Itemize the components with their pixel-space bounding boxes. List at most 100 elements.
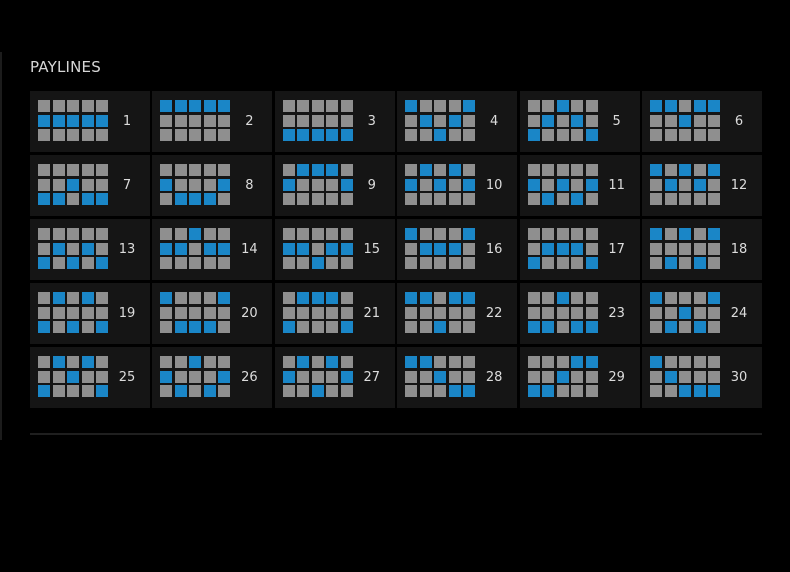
inactive-square: [311, 178, 324, 191]
inactive-square: [282, 228, 295, 240]
inactive-square: [664, 228, 677, 240]
active-square: [160, 242, 173, 255]
inactive-square: [448, 100, 461, 112]
inactive-square: [38, 242, 50, 255]
inactive-square: [203, 292, 216, 304]
inactive-square: [326, 100, 339, 112]
active-square: [434, 370, 447, 383]
payline-card: 29: [519, 347, 640, 408]
inactive-square: [527, 193, 540, 205]
inactive-square: [96, 370, 108, 383]
active-square: [174, 100, 187, 112]
inactive-square: [448, 129, 461, 141]
active-square: [405, 292, 418, 304]
payline-number: 6: [734, 114, 744, 129]
active-square: [189, 321, 202, 333]
inactive-square: [67, 356, 79, 368]
inactive-square: [419, 129, 432, 141]
inactive-square: [556, 193, 569, 205]
active-square: [174, 242, 187, 255]
inactive-square: [326, 228, 339, 240]
inactive-square: [52, 129, 65, 141]
active-square: [67, 114, 79, 127]
inactive-square: [693, 306, 706, 319]
inactive-square: [405, 164, 418, 176]
inactive-square: [463, 242, 476, 255]
active-square: [542, 242, 555, 255]
active-square: [218, 292, 231, 304]
active-square: [419, 114, 432, 127]
active-square: [38, 321, 50, 333]
inactive-square: [664, 129, 677, 141]
inactive-square: [542, 292, 555, 304]
inactive-square: [419, 228, 432, 240]
active-square: [650, 100, 662, 112]
inactive-square: [52, 385, 65, 397]
inactive-square: [52, 321, 65, 333]
payline-number: 21: [363, 306, 381, 321]
active-square: [326, 242, 339, 255]
active-square: [542, 193, 555, 205]
inactive-square: [679, 356, 691, 368]
inactive-square: [664, 193, 677, 205]
inactive-square: [585, 114, 598, 127]
inactive-square: [203, 306, 216, 319]
payline-number: 22: [485, 306, 503, 321]
payline-card: 7: [30, 155, 150, 216]
payline-card: 18: [642, 219, 762, 280]
inactive-square: [527, 114, 540, 127]
inactive-square: [52, 178, 65, 191]
inactive-square: [160, 164, 173, 176]
inactive-square: [571, 385, 584, 397]
inactive-square: [679, 257, 691, 269]
inactive-square: [38, 292, 50, 304]
active-square: [203, 385, 216, 397]
inactive-square: [527, 370, 540, 383]
active-square: [405, 228, 418, 240]
inactive-square: [218, 129, 231, 141]
active-square: [340, 321, 353, 333]
active-square: [448, 164, 461, 176]
inactive-square: [96, 356, 108, 368]
inactive-square: [463, 193, 476, 205]
active-square: [218, 242, 231, 255]
inactive-square: [556, 385, 569, 397]
active-square: [340, 178, 353, 191]
inactive-square: [448, 257, 461, 269]
active-square: [405, 356, 418, 368]
inactive-square: [434, 100, 447, 112]
active-square: [326, 164, 339, 176]
inactive-square: [434, 306, 447, 319]
inactive-square: [297, 193, 310, 205]
active-square: [405, 100, 418, 112]
inactive-square: [326, 321, 339, 333]
inactive-square: [218, 306, 231, 319]
active-square: [189, 193, 202, 205]
inactive-square: [311, 356, 324, 368]
inactive-square: [463, 356, 476, 368]
inactive-square: [650, 242, 662, 255]
inactive-square: [297, 306, 310, 319]
inactive-square: [218, 321, 231, 333]
inactive-square: [556, 228, 569, 240]
active-square: [67, 178, 79, 191]
payline-card: 19: [30, 283, 150, 344]
inactive-square: [96, 178, 108, 191]
active-square: [52, 242, 65, 255]
active-square: [693, 385, 706, 397]
inactive-square: [405, 321, 418, 333]
active-square: [585, 257, 598, 269]
payline-card: 11: [519, 155, 640, 216]
inactive-square: [708, 129, 720, 141]
inactive-square: [693, 129, 706, 141]
inactive-square: [203, 178, 216, 191]
inactive-square: [52, 164, 65, 176]
inactive-square: [67, 385, 79, 397]
active-square: [542, 321, 555, 333]
active-square: [448, 242, 461, 255]
paylines-title: PAYLINES: [30, 58, 101, 76]
active-square: [174, 385, 187, 397]
active-square: [282, 321, 295, 333]
active-square: [340, 370, 353, 383]
active-square: [708, 164, 720, 176]
